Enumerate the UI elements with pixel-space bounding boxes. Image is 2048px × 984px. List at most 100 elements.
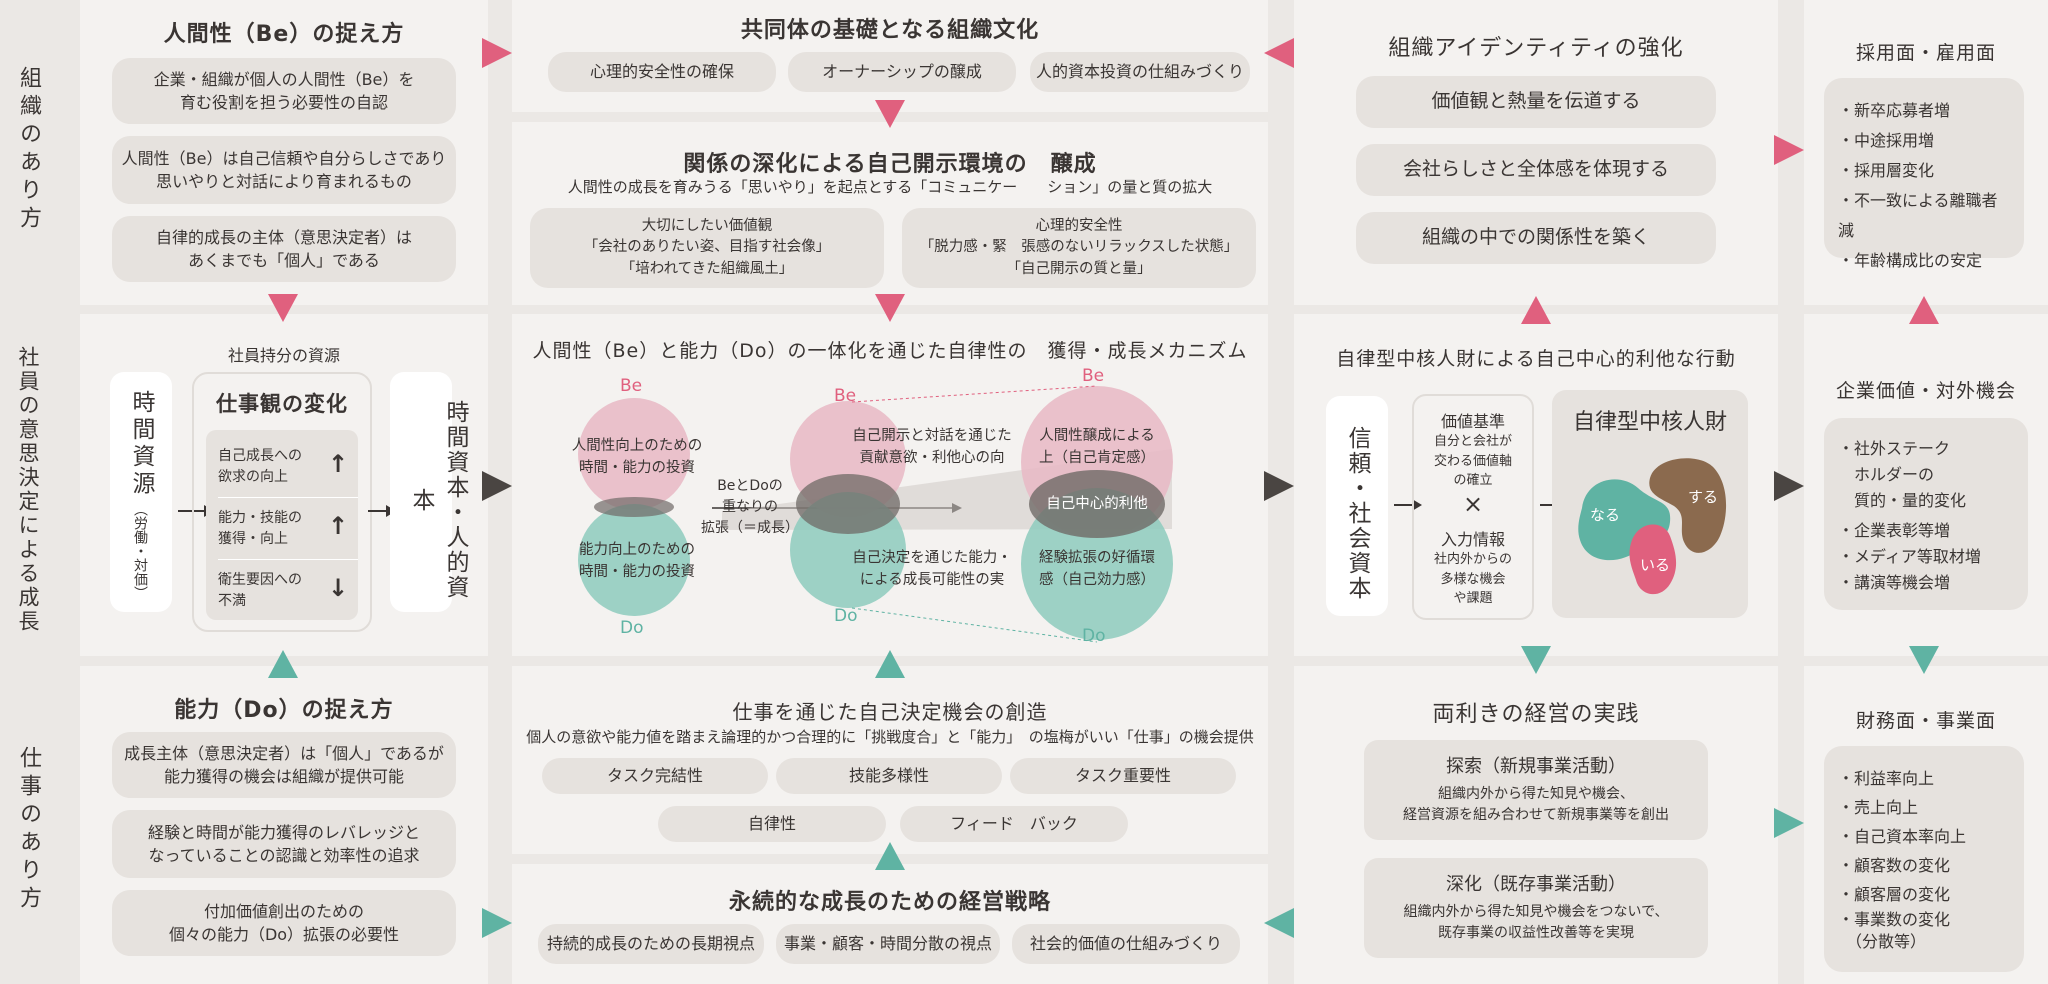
naru-label: なる	[1590, 506, 1621, 524]
left-do-circle	[578, 504, 690, 616]
job-pill: フィード バック	[900, 806, 1128, 842]
arrow-to-core	[1540, 504, 1560, 506]
strategy-title: 永続的な成長のための経営戦略	[728, 890, 1051, 915]
mid-be-label: Be	[834, 386, 857, 406]
hiring-item: ・新卒応募者増	[1838, 101, 1951, 120]
panel-do-view: 能力（Do）の捉え方 成長主体（意思決定者）は「個人」であるが 能力獲得の機会は…	[80, 666, 488, 984]
identity-pill: 組織の中での関係性を築く	[1356, 212, 1716, 264]
panel-finance: 財務面・事業面 ・利益率向上 ・売上向上 ・自己資本率向上 ・顧客数の変化 ・顧…	[1804, 666, 2048, 984]
right-overlap	[1029, 470, 1165, 538]
suru-label: する	[1688, 488, 1719, 506]
deepening-text: 組織内外から得た知見や機会をつないで、 既存事業の収益性改善等を実現	[1403, 904, 1669, 941]
explore-box: 探索（新規事業活動） 組織内外から得た知見や機会、 経営資源を組み合わせて新規事…	[1364, 740, 1708, 840]
arrow-up-pink-icon	[1521, 296, 1551, 324]
arrow-right-dark-icon	[1264, 471, 1294, 501]
hiring-title: 採用面・雇用面	[1855, 42, 1996, 64]
panel-mechanism: 人間性（Be）と能力（Do）の一体化を通じた自律性の 獲得・成長メカニズム Be…	[512, 314, 1268, 656]
panel-culture: 共同体の基礎となる組織文化 心理的安全性の確保 オーナーシップの醸成 人的資本投…	[512, 0, 1268, 112]
resource-label: 社員持分の資源	[227, 346, 340, 365]
culture-pill: 心理的安全性の確保	[548, 52, 776, 92]
arrow-up-pink-icon	[1909, 296, 1939, 324]
arrow-up-teal-icon	[875, 650, 905, 678]
core-talent-title: 自律型中核人財	[1572, 410, 1727, 435]
finance-item: ・売上向上	[1838, 798, 1919, 817]
value-input-box: 価値基準 自分と会社が 交わる価値軸 の確立 × 入力情報 社内外からの 多様な…	[1412, 394, 1534, 620]
left-be-text: 人間性向上のための 時間・能力の投資	[571, 438, 703, 476]
finance-list: ・利益率向上 ・売上向上 ・自己資本率向上 ・顧客数の変化 ・顧客層の変化 ・事…	[1824, 746, 2024, 972]
right-be-label: Be	[1082, 366, 1105, 386]
identity-title: 組織アイデンティティの強化	[1388, 36, 1684, 61]
hiring-item: ・採用層変化	[1838, 161, 1935, 180]
do-dashed-connector	[851, 607, 1098, 643]
arrow-down-icon: ↓	[328, 574, 349, 602]
strategy-pill: 持続的成長のための長期視点	[538, 924, 764, 964]
mid-do-label: Do	[834, 606, 858, 626]
arrow-down-teal-icon	[1909, 646, 1939, 674]
finance-item: ・顧客数の変化	[1838, 856, 1951, 875]
strategy-pill: 社会的価値の仕組みづくり	[1012, 924, 1240, 964]
mid-overlap	[796, 474, 900, 534]
arrow-head	[1412, 499, 1422, 511]
times-symbol: ×	[1462, 490, 1484, 518]
finance-item: ・利益率向上	[1838, 769, 1935, 788]
be-view-item: 企業・組織が個人の人間性（Be）を 育む役割を担う必要性の自認	[112, 58, 456, 124]
mechanism-title: 人間性（Be）と能力（Do）の一体化を通じた自律性の 獲得・成長メカニズム	[532, 340, 1248, 362]
arrow-down-pink-icon	[268, 294, 298, 322]
arrow-down-teal-icon	[1521, 646, 1551, 674]
arrow-left-pink-icon	[1264, 38, 1294, 68]
finance-item: ・事業数の変化 （分散等）	[1838, 910, 1951, 951]
corporate-value-item: ・講演等機会増	[1838, 573, 1951, 592]
culture-pill: オーナーシップの醸成	[788, 52, 1016, 92]
time-resource-box: 時間資源 （労働・対価）	[110, 372, 172, 612]
do-view-item: 経験と時間が能力獲得のレバレッジと なっていることの認識と効率性の追求	[112, 810, 456, 878]
change-item: 能力・技能の 獲得・向上 ↑	[218, 500, 358, 560]
row-label-work: 仕事のあり方	[16, 746, 41, 914]
row-label-organization: 組織のあり方	[16, 66, 41, 234]
job-pill: タスク重要性	[1010, 758, 1236, 794]
overlap-growth-text: BeとDoの 重なりの 拡張（＝成長）	[701, 478, 799, 536]
change-item-label: 能力・技能の 獲得・向上	[218, 510, 302, 547]
left-be-circle	[578, 398, 690, 510]
time-resource-label: 時間資源	[128, 390, 154, 498]
finance-title: 財務面・事業面	[1855, 710, 1996, 732]
hiring-item: ・年齢構成比の安定	[1838, 251, 1983, 270]
hiring-item: ・中途採用増	[1838, 131, 1935, 150]
human-capital-label: 時間資本・人的資本	[408, 400, 468, 600]
right-bottom-text: 経験拡張の好循環 感（自己効力感）	[1039, 550, 1155, 588]
mid-top-text: 自己開示と対話を通じた 貢献意欲・利他心の向	[852, 428, 1012, 466]
value-criteria-title: 価値基準	[1440, 412, 1505, 431]
panel-be-view: 人間性（Be）の捉え方 企業・組織が個人の人間性（Be）を 育む役割を担う必要性…	[80, 0, 488, 305]
panel-corporate-value: 企業価値・対外機会 ・社外ステーク ホルダーの 質的・量的変化 ・企業表彰等増 …	[1804, 314, 2048, 656]
strategy-pill: 事業・顧客・時間分散の視点	[776, 924, 1000, 964]
arrow-to-value	[1394, 504, 1416, 506]
arrow-right-teal-icon	[482, 908, 512, 938]
do-view-title: 能力（Do）の捉え方	[174, 698, 394, 723]
panel-job-creation: 仕事を通じた自己決定機会の創造 個人の意欲や能力値を踏まえ論理的かつ合理的に「挑…	[512, 666, 1268, 854]
identity-pill: 会社らしさと全体感を体現する	[1356, 144, 1716, 196]
corporate-value-item: ・社外ステーク ホルダーの 質的・量的変化	[1838, 439, 1967, 510]
deepen-box-values: 大切にしたい価値観 「会社のありたい姿、目指す社会像」 「培われてきた組織風土」	[530, 208, 884, 288]
ambi-title: 両利きの経営の実践	[1432, 702, 1640, 727]
explore-title: 探索（新規事業活動）	[1446, 756, 1626, 777]
explore-text: 組織内外から得た知見や機会、 経営資源を組み合わせて新規事業等を創出	[1403, 786, 1669, 823]
job-pill: タスク完結性	[542, 758, 768, 794]
arrow-up-teal-icon	[268, 650, 298, 678]
arrow-to-capital	[368, 510, 390, 512]
arrow-down-pink-icon	[875, 294, 905, 322]
arrow-up-icon: ↑	[328, 450, 349, 478]
input-info-text: 社内外からの 多様な機会 や課題	[1433, 552, 1512, 606]
deepen-subtitle: 人間性の成長を育みうる「思いやり」を起点とする「コミュニケー ション」の量と質の…	[567, 178, 1213, 196]
hiring-item: ・不一致による離職者減	[1838, 191, 1998, 240]
arrow-up-icon: ↑	[328, 512, 349, 540]
left-overlap	[594, 497, 674, 517]
right-do-label: Do	[1082, 626, 1106, 646]
change-item-label: 自己成長への 欲求の向上	[218, 448, 302, 485]
arrow-right-dark-icon	[1774, 471, 1804, 501]
change-item: 衛生要因への 不満 ↓	[218, 562, 358, 618]
do-view-item: 成長主体（意思決定者）は「個人」であるが 能力獲得の機会は組織が提供可能	[112, 732, 456, 798]
culture-title: 共同体の基礎となる組織文化	[740, 18, 1040, 43]
arrow-down-pink-icon	[875, 100, 905, 128]
arrow-right-pink-icon	[482, 38, 512, 68]
be-view-title: 人間性（Be）の捉え方	[163, 22, 405, 47]
iru-label: いる	[1640, 556, 1671, 574]
